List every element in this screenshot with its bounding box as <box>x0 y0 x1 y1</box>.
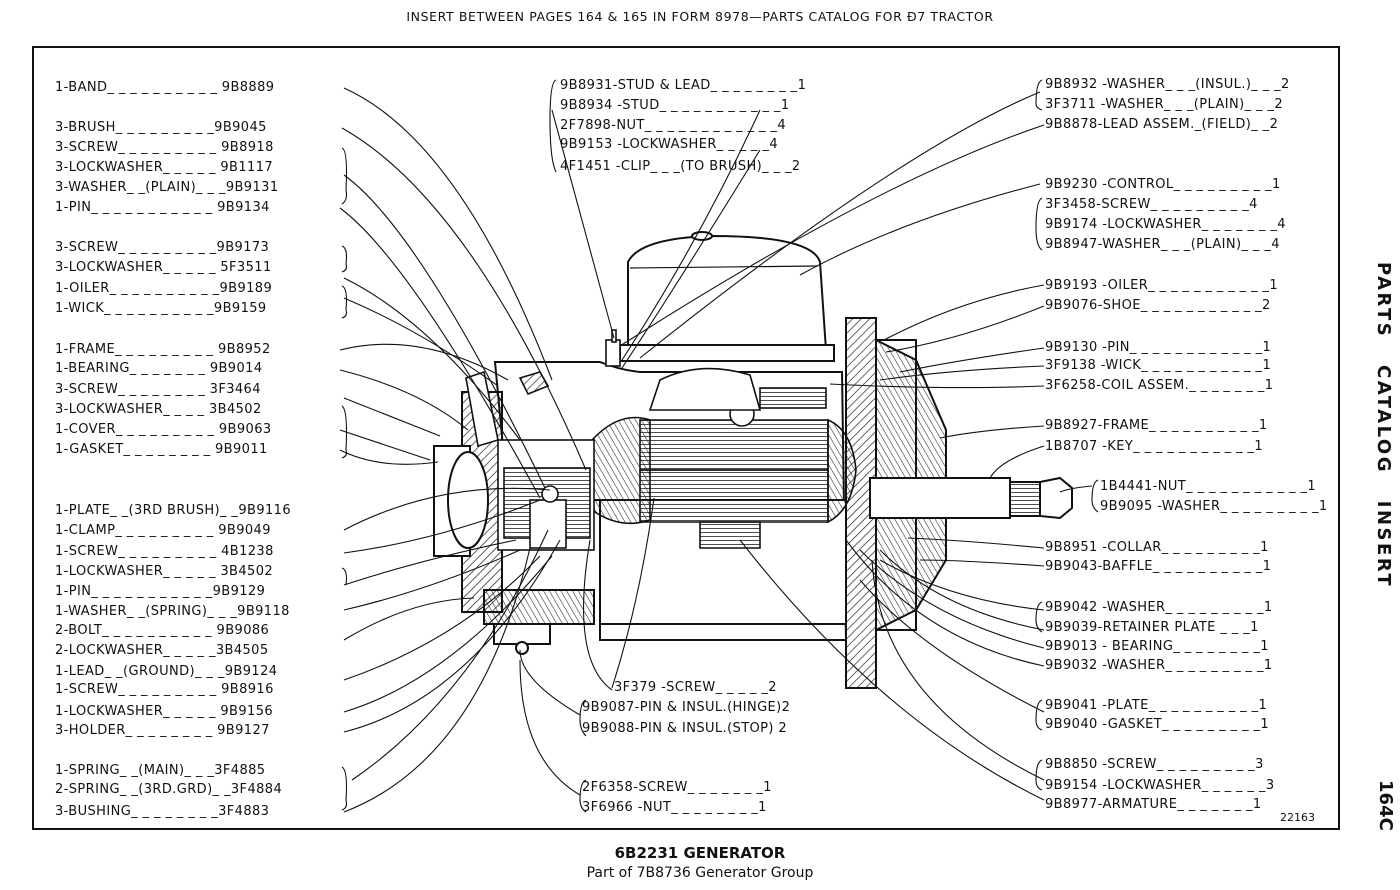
part-label-pin-insul-hinge: 9B9087-PIN & INSUL.(HINGE)2 <box>582 700 791 715</box>
part-label-stud-and-lead: 9B8931-STUD & LEAD_ _ _ _ _ _ _ _1 <box>560 78 807 93</box>
part-label-control: 9B9230 -CONTROL_ _ _ _ _ _ _ _ _1 <box>1045 177 1281 192</box>
part-label-oiler: 9B9193 -OILER_ _ _ _ _ _ _ _ _ _ _1 <box>1045 278 1279 293</box>
part-label-pin: 1-PIN_ _ _ _ _ _ _ _ _ _ _9B9129 <box>55 584 266 599</box>
caption-subtitle: Part of 7B8736 Generator Group <box>586 865 814 881</box>
part-label-lead-ground: 1-LEAD_ _(GROUND)_ _ _9B9124 <box>55 664 278 679</box>
part-label-screw: 3-SCREW_ _ _ _ _ _ _ _ _9B9173 <box>55 240 270 255</box>
brush-assembly <box>465 370 595 551</box>
part-label-screw: 1-SCREW_ _ _ _ _ _ _ _ _ 4B1238 <box>55 544 274 559</box>
part-label-bearing: 9B9013 - BEARING_ _ _ _ _ _ _ _1 <box>1045 639 1269 654</box>
part-label-screw: 3-SCREW_ _ _ _ _ _ _ _ _ 9B8918 <box>55 140 274 155</box>
side-word-parts: PARTS <box>1373 262 1394 339</box>
label-brackets <box>341 79 1099 813</box>
part-label-pin-insul-stop: 9B9088-PIN & INSUL.(STOP) 2 <box>582 721 788 736</box>
part-label-washer-plain: 9B8947-WASHER_ _ _(PLAIN)_ _ _4 <box>1045 237 1280 252</box>
part-label-washer-plain: 3F3711 -WASHER_ _ _(PLAIN)_ _ _2 <box>1045 97 1284 112</box>
part-label-screw: 3F379 -SCREW_ _ _ _ _2 <box>614 680 777 695</box>
part-label-lead-assem-field: 9B8878-LEAD ASSEM._(FIELD)_ _2 <box>1045 117 1279 132</box>
part-label-spring-3rd-grd: 2-SPRING_ _(3RD.GRD)_ _3F4884 <box>55 782 283 797</box>
side-word-insert: INSERT <box>1373 500 1394 589</box>
part-label-lockwasher: 9B9154 -LOCKWASHER_ _ _ _ _ _3 <box>1045 778 1275 793</box>
side-word-catalog: CATALOG <box>1373 365 1394 475</box>
part-label-cover: 1-COVER_ _ _ _ _ _ _ _ _ 9B9063 <box>55 422 272 437</box>
part-label-gasket: 1-GASKET_ _ _ _ _ _ _ _ 9B9011 <box>55 442 268 457</box>
part-label-key: 1B8707 -KEY_ _ _ _ _ _ _ _ _ _ _1 <box>1045 439 1264 454</box>
part-label-washer-plain: 3-WASHER_ _(PLAIN)_ _ _9B9131 <box>55 180 279 195</box>
part-label-wick: 1-WICK_ _ _ _ _ _ _ _ _ _9B9159 <box>55 301 267 316</box>
part-label-lockwasher: 9B9153 -LOCKWASHER_ _ _ _ _4 <box>560 137 779 152</box>
part-label-shoe: 9B9076-SHOE_ _ _ _ _ _ _ _ _ _ _2 <box>1045 298 1271 313</box>
part-label-frame: 9B8927-FRAME_ _ _ _ _ _ _ _ _ _1 <box>1045 418 1268 433</box>
part-label-frame: 1-FRAME_ _ _ _ _ _ _ _ _ 9B8952 <box>55 342 271 357</box>
part-label-armature: 9B8977-ARMATURE_ _ _ _ _ _ _1 <box>1045 797 1262 812</box>
part-label-oiler: 1-OILER_ _ _ _ _ _ _ _ _ _9B9189 <box>55 281 273 296</box>
part-label-bearing: 1-BEARING_ _ _ _ _ _ _ 9B9014 <box>55 361 263 376</box>
part-label-pin: 1-PIN_ _ _ _ _ _ _ _ _ _ _ 9B9134 <box>55 200 270 215</box>
part-label-clip: 4F1451 -CLIP_ _ _(TO BRUSH)_ _ _2 <box>560 159 801 174</box>
part-label-clamp: 1-CLAMP_ _ _ _ _ _ _ _ _ 9B9049 <box>55 523 271 538</box>
part-label-holder: 3-HOLDER_ _ _ _ _ _ _ _ 9B9127 <box>55 723 270 738</box>
part-label-washer: 9B9032 -WASHER_ _ _ _ _ _ _ _ _1 <box>1045 658 1273 673</box>
part-label-nut: 1B4441-NUT_ _ _ _ _ _ _ _ _ _ _1 <box>1100 479 1317 494</box>
side-margin-title: PARTS CATALOG INSERT <box>1373 262 1394 642</box>
part-label-bushing: 3-BUSHING_ _ _ _ _ _ _ _3F4883 <box>55 804 270 819</box>
caption-title: 6B2231 GENERATOR <box>614 844 786 862</box>
part-label-washer-insul: 9B8932 -WASHER_ _ _(INSUL.)_ _ _2 <box>1045 77 1290 92</box>
part-label-lockwasher: 3-LOCKWASHER_ _ _ _ _ 5F3511 <box>55 260 272 275</box>
part-label-plate: 9B9041 -PLATE_ _ _ _ _ _ _ _ _ _1 <box>1045 698 1268 713</box>
part-label-gasket: 9B9040 -GASKET_ _ _ _ _ _ _ _ _1 <box>1045 717 1270 732</box>
part-label-spring-main: 1-SPRING_ _(MAIN)_ _ _3F4885 <box>55 763 266 778</box>
part-label-nut: 2F7898-NUT_ _ _ _ _ _ _ _ _ _ _ _4 <box>560 118 787 133</box>
diagram-frame <box>32 46 1340 830</box>
part-label-washer-spring: 1-WASHER_ _(SPRING)_ _ _9B9118 <box>55 604 290 619</box>
leader-lines <box>339 87 1093 813</box>
part-label-nut: 3F6966 -NUT_ _ _ _ _ _ _ _1 <box>582 800 767 815</box>
part-label-wick: 3F9138 -WICK_ _ _ _ _ _ _ _ _ _ _1 <box>1045 358 1272 373</box>
part-label-lockwasher: 3-LOCKWASHER_ _ _ _ 3B4502 <box>55 402 262 417</box>
part-label-retainer-plate: 9B9039-RETAINER PLATE _ _ _1 <box>1045 620 1259 635</box>
part-label-screw: 1-SCREW_ _ _ _ _ _ _ _ _ 9B8916 <box>55 682 274 697</box>
control-box <box>619 231 835 362</box>
part-label-screw: 3-SCREW_ _ _ _ _ _ _ _ 3F3464 <box>55 382 261 397</box>
page-number: 164C <box>1375 780 1396 831</box>
part-label-screw: 2F6358-SCREW_ _ _ _ _ _ _1 <box>582 780 772 795</box>
part-label-coil-assem: 3F6258-COIL ASSEM._ _ _ _ _ _ _1 <box>1045 378 1274 393</box>
part-label-plate-3rd-brush: 1-PLATE_ _(3RD BRUSH)_ _9B9116 <box>55 503 292 518</box>
part-label-screw: 3F3458-SCREW_ _ _ _ _ _ _ _ _4 <box>1045 197 1258 212</box>
part-label-lockwasher: 2-LOCKWASHER_ _ _ _ _3B4505 <box>55 643 269 658</box>
part-label-bolt: 2-BOLT_ _ _ _ _ _ _ _ _ _ 9B9086 <box>55 623 270 638</box>
part-label-collar: 9B8951 -COLLAR_ _ _ _ _ _ _ _ _1 <box>1045 540 1269 555</box>
armature <box>591 367 857 549</box>
part-label-lockwasher: 1-LOCKWASHER_ _ _ _ _ 9B9156 <box>55 704 274 719</box>
part-label-lockwasher: 3-LOCKWASHER_ _ _ _ _ 9B1117 <box>55 160 274 175</box>
page-header: INSERT BETWEEN PAGES 164 & 165 IN FORM 8… <box>406 9 994 24</box>
part-label-pin: 9B9130 -PIN_ _ _ _ _ _ _ _ _ _ _ _1 <box>1045 340 1272 355</box>
part-label-band: 1-BAND_ _ _ _ _ _ _ _ _ _ 9B8889 <box>55 80 275 95</box>
part-label-lockwasher: 1-LOCKWASHER_ _ _ _ _ 3B4502 <box>55 564 274 579</box>
part-label-washer: 9B9042 -WASHER_ _ _ _ _ _ _ _ _1 <box>1045 600 1273 615</box>
part-label-brush: 3-BRUSH_ _ _ _ _ _ _ _ _9B9045 <box>55 120 267 135</box>
part-label-screw: 9B8850 -SCREW_ _ _ _ _ _ _ _ _3 <box>1045 757 1264 772</box>
part-label-lockwasher: 9B9174 -LOCKWASHER_ _ _ _ _ _ _4 <box>1045 217 1286 232</box>
part-label-stud: 9B8934 -STUD_ _ _ _ _ _ _ _ _ _ _1 <box>560 98 790 113</box>
part-label-washer: 9B9095 -WASHER_ _ _ _ _ _ _ _ _1 <box>1100 499 1328 514</box>
figure-number: 22163 <box>1280 811 1315 824</box>
part-label-baffle: 9B9043-BAFFLE_ _ _ _ _ _ _ _ _ _1 <box>1045 559 1272 574</box>
